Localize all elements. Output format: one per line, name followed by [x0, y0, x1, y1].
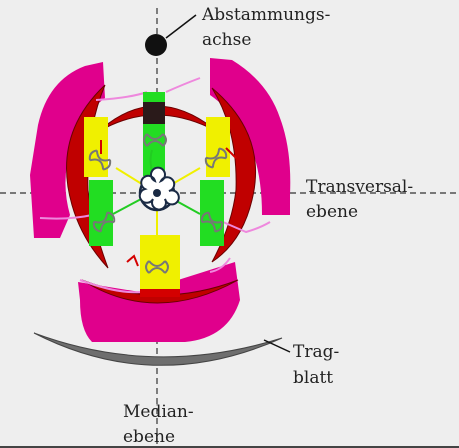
carpel-right — [200, 180, 224, 246]
label-median-2: ebene — [123, 427, 176, 447]
tragblatt-pointer — [263, 339, 291, 353]
red-filaments — [100, 140, 237, 267]
bract-tragblatt — [33, 332, 283, 366]
gynoecium-lobes — [138, 166, 180, 211]
label-median-1: Median- — [123, 402, 194, 422]
mother-axis-dot — [145, 34, 167, 56]
label-abstammungsachse-2: achse — [202, 30, 252, 50]
stamen-top-left — [84, 117, 108, 177]
gynoecium-core — [153, 189, 161, 197]
label-abstammungsachse-1: Abstammungs- — [202, 5, 331, 25]
label-tragblatt-1: Trag- — [293, 342, 340, 362]
carpel-top-dark-tip — [143, 102, 165, 124]
bottom-border — [0, 446, 459, 448]
label-transversal-2: ebene — [306, 202, 359, 222]
anthers — [88, 133, 228, 274]
stamen-bottom-dark-tip — [140, 289, 180, 297]
stamen-top-right — [206, 117, 230, 177]
label-tragblatt-2: blatt — [293, 368, 334, 388]
abstammungsachse-pointer — [165, 14, 197, 39]
sepal-right — [210, 58, 291, 215]
label-transversal-1: Transversal- — [306, 177, 414, 197]
petal-right — [211, 87, 256, 263]
